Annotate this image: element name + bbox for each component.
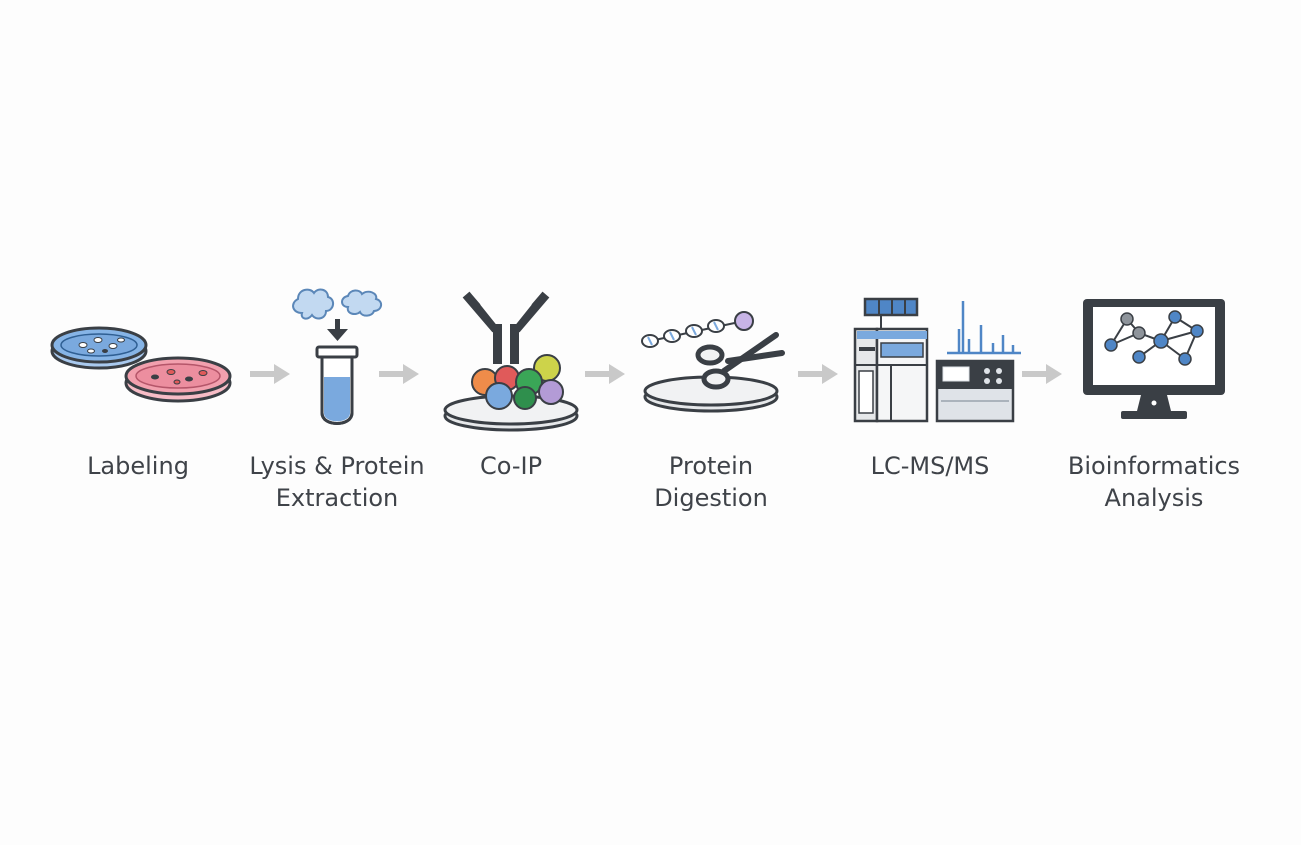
step-labeling: Labeling: [38, 280, 238, 482]
step-lc-ms-ms: LC-MS/MS: [830, 280, 1030, 482]
step-bioinformatics-analysis: Bioinformatics Analysis: [1054, 280, 1254, 514]
arrow-right-icon: [1022, 364, 1062, 384]
step-co-ip: Co-IP: [411, 280, 611, 482]
step-label: Bioinformatics Analysis: [1067, 452, 1241, 512]
arrow-right-icon: [798, 364, 838, 384]
scissors-peptide-icon: [641, 311, 785, 413]
step-label: Co-IP: [479, 452, 543, 480]
step-label: Labeling: [87, 452, 189, 480]
antibody-beads-icon: [443, 291, 579, 432]
step-label: Protein Digestion: [654, 452, 768, 512]
arrow-right-icon: [585, 364, 625, 384]
mass-spectrometer-icon: [853, 297, 1021, 423]
step-label: LC-MS/MS: [870, 452, 990, 480]
computer-network-icon: [1083, 299, 1225, 419]
arrow-right-icon: [379, 364, 419, 384]
step-lysis-protein-extraction: Lysis & Protein Extraction: [237, 280, 437, 514]
step-protein-digestion: Protein Digestion: [611, 280, 811, 514]
petri-dishes-icon: [50, 326, 232, 403]
test-tube-icon: [292, 288, 382, 425]
step-label: Lysis & Protein Extraction: [249, 452, 425, 512]
arrow-right-icon: [250, 364, 290, 384]
